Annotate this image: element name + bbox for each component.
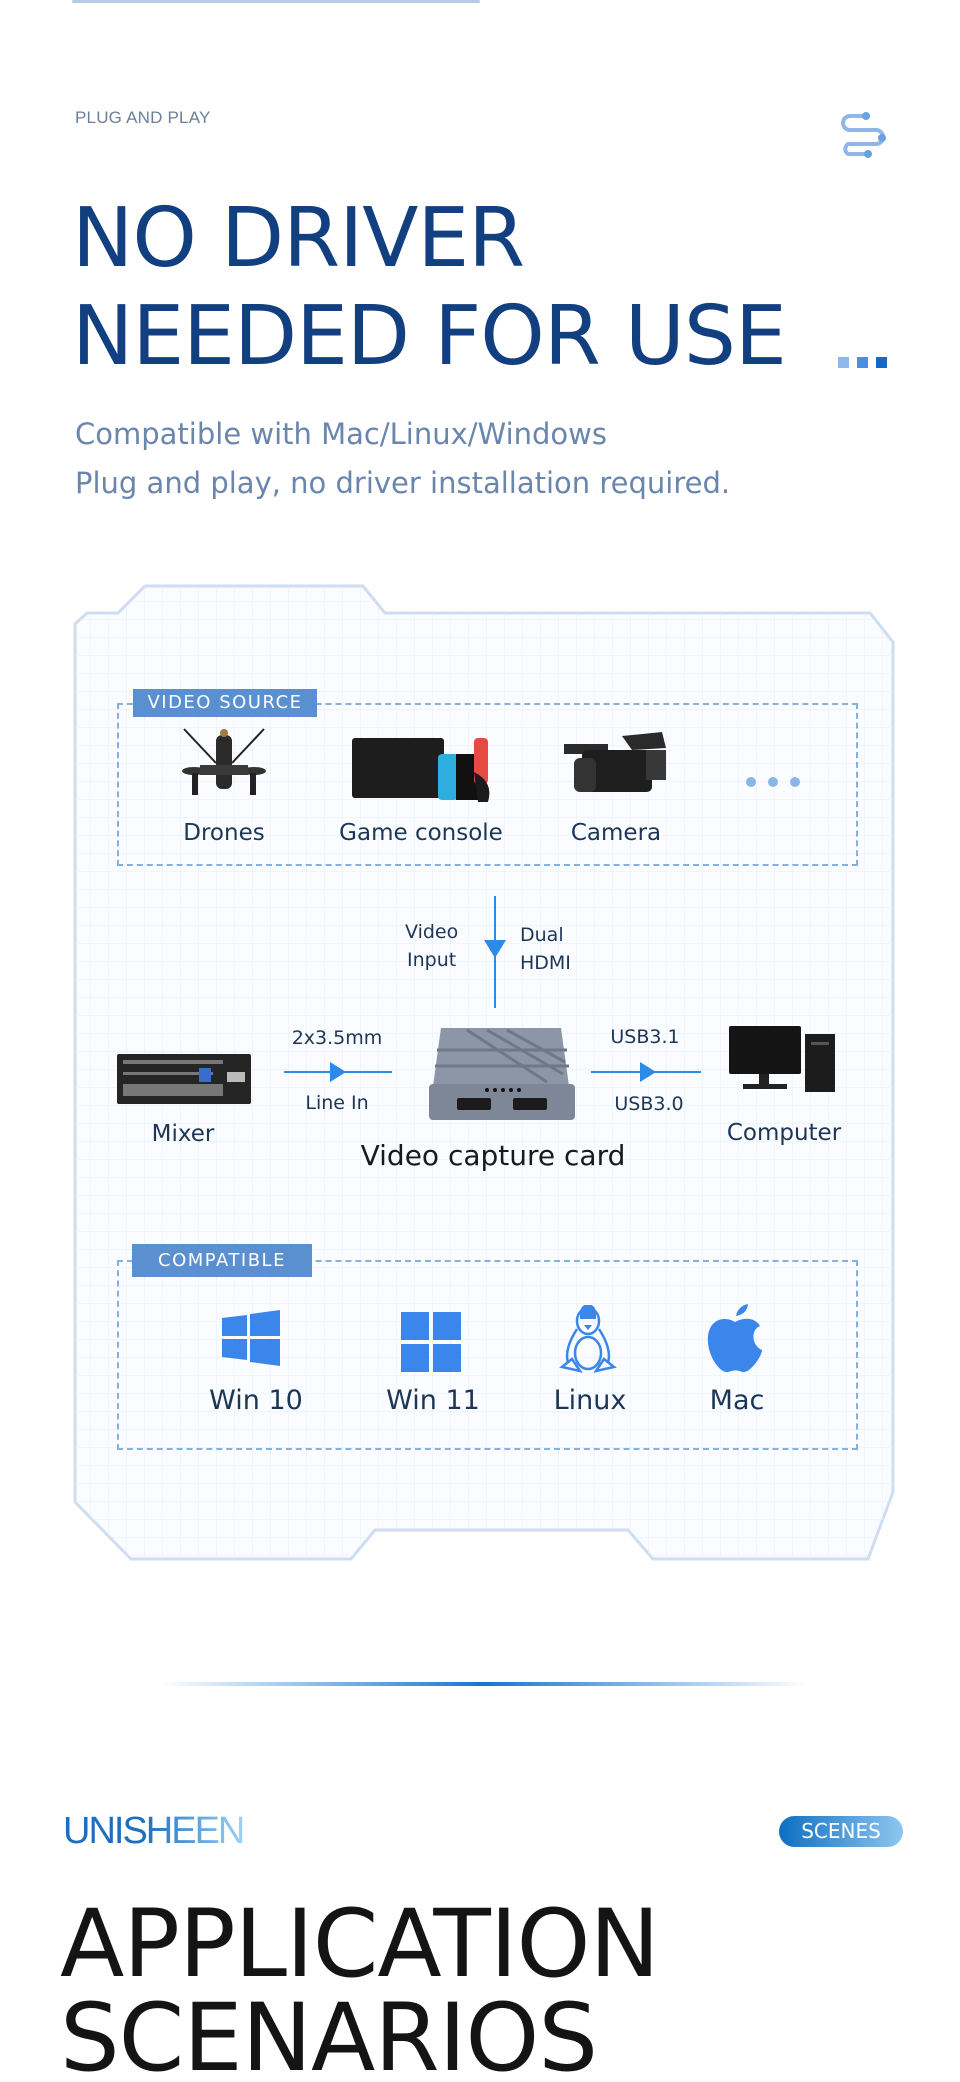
title-line: NEEDED FOR USE — [72, 289, 787, 384]
audio-top-label: 2x3.5mm — [291, 1027, 383, 1049]
input-left-label: Video Input — [405, 918, 458, 974]
arrow-right-icon — [640, 1062, 656, 1082]
capture-card-image — [429, 1028, 575, 1120]
brand-logo: UNISHEEN — [63, 1810, 245, 1852]
source-label: Drones — [183, 820, 265, 846]
scenes-badge: SCENES — [779, 1816, 903, 1847]
device-label: Video capture card — [360, 1139, 626, 1172]
os-label: Win 11 — [386, 1385, 480, 1416]
compatible-box — [117, 1260, 858, 1450]
source-label: Camera — [570, 820, 662, 846]
connection-icon — [841, 112, 886, 158]
input-right-label: Dual HDMI — [520, 921, 571, 977]
title-line: APPLICATION — [60, 1890, 660, 1999]
more-dots-icon — [740, 774, 806, 792]
page-title: NO DRIVER NEEDED FOR USE — [72, 190, 787, 386]
label-line: HDMI — [520, 952, 571, 974]
decor-squares — [838, 357, 887, 368]
title-line: SCENARIOS — [60, 1984, 598, 2082]
compatible-tag: COMPATIBLE — [132, 1244, 312, 1277]
source-label: Game console — [339, 820, 503, 846]
video-source-tag: VIDEO SOURCE — [133, 689, 317, 717]
top-divider — [72, 0, 480, 3]
os-label: Mac — [709, 1385, 765, 1416]
windows-11-icon — [401, 1312, 461, 1372]
arrow-right-icon — [330, 1062, 346, 1082]
arrow-down-icon — [484, 940, 506, 958]
linux-tux-icon — [559, 1305, 617, 1373]
camera-icon — [564, 732, 666, 792]
audio-bottom-label: Line In — [305, 1092, 369, 1114]
label-line: Video — [405, 921, 459, 943]
drone-icon — [182, 728, 266, 795]
mixer-label: Mixer — [151, 1121, 215, 1147]
usb-top-label: USB3.1 — [610, 1026, 680, 1048]
computer-label: Computer — [726, 1120, 842, 1146]
os-label: Linux — [553, 1385, 627, 1416]
game-console-icon — [352, 738, 490, 802]
video-source-box — [117, 703, 858, 866]
computer-icon — [729, 1026, 835, 1092]
label-line: Input — [407, 949, 457, 971]
usb-bottom-label: USB3.0 — [614, 1093, 684, 1115]
subtitle: Compatible with Mac/Linux/Windows Plug a… — [75, 410, 730, 508]
mixer-icon — [117, 1054, 251, 1104]
section-title: APPLICATION SCENARIOS — [60, 1890, 660, 2082]
apple-icon — [707, 1304, 762, 1373]
label-line: Dual — [520, 924, 564, 946]
os-label: Win 10 — [209, 1385, 303, 1416]
glow-divider — [160, 1682, 808, 1686]
windows-10-icon — [222, 1310, 280, 1366]
title-line: NO DRIVER — [72, 191, 525, 286]
section-eyebrow: PLUG AND PLAY — [75, 108, 211, 127]
subtitle-line: Plug and play, no driver installation re… — [75, 466, 731, 500]
subtitle-line: Compatible with Mac/Linux/Windows — [75, 417, 607, 451]
